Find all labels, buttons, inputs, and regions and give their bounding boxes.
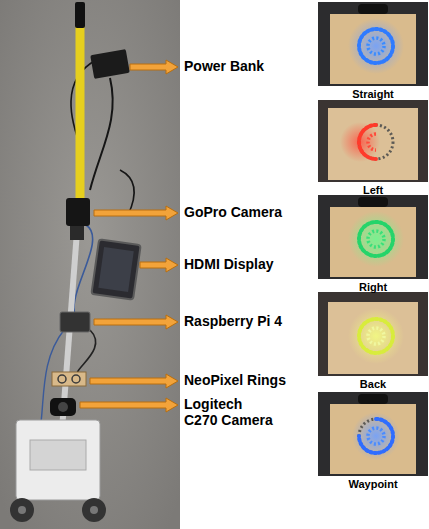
led-board <box>330 404 416 474</box>
led-ring <box>368 428 384 444</box>
led-board <box>330 14 416 84</box>
led-photo <box>318 2 428 86</box>
pointer-arrows <box>80 60 178 412</box>
camera-mount <box>70 226 84 240</box>
panel-caption: Right <box>318 281 428 294</box>
pointer-arrow <box>80 398 178 412</box>
pointer-arrow <box>90 374 178 388</box>
camera <box>358 197 388 207</box>
pointer-arrow <box>94 206 178 220</box>
cable <box>90 78 113 190</box>
led-photo <box>318 100 428 182</box>
panel-caption: Left <box>318 184 428 197</box>
led-photo <box>318 292 428 376</box>
neopixel-ring <box>72 375 80 383</box>
led-board <box>328 108 418 180</box>
led-ring <box>368 328 384 344</box>
hdmi-display <box>91 239 140 299</box>
led-ring <box>359 125 376 159</box>
gopro-camera <box>66 198 90 226</box>
led-photo <box>318 195 428 279</box>
wheel-hub <box>90 506 98 514</box>
neopixel-board <box>52 372 86 386</box>
part-label: NeoPixel Rings <box>184 372 324 388</box>
pointer-arrow <box>140 258 178 272</box>
photo-ground <box>318 392 428 476</box>
display-screen <box>98 247 133 292</box>
cane-grip <box>75 2 85 28</box>
power-bank <box>90 49 130 79</box>
logitech-camera <box>50 398 76 416</box>
raspberry-pi <box>60 312 90 332</box>
part-label: HDMI Display <box>184 256 324 272</box>
cable <box>77 330 96 376</box>
led-ring <box>368 231 384 247</box>
panel-caption: Back <box>318 378 428 391</box>
led-photo <box>318 392 428 476</box>
camera-lens <box>58 402 68 412</box>
photo-ground <box>0 0 180 529</box>
led-ring <box>359 319 393 353</box>
photo-ground <box>318 195 428 279</box>
camera <box>358 4 388 14</box>
led-ring <box>359 222 393 256</box>
photo-ground <box>318 292 428 376</box>
neopixel-ring <box>58 375 66 383</box>
led-board <box>328 302 418 374</box>
part-label: Power Bank <box>184 58 324 74</box>
photo-ground <box>318 100 428 182</box>
led-ring <box>368 134 376 150</box>
base-panel <box>30 440 86 470</box>
led-ring <box>359 29 393 63</box>
led-ring <box>359 419 393 453</box>
camera <box>358 394 388 404</box>
wheel <box>10 498 34 522</box>
pointer-arrow <box>130 60 178 74</box>
cane-pole <box>76 4 85 205</box>
pointer-arrow <box>94 315 178 329</box>
wheel <box>82 498 106 522</box>
panel-caption: Waypoint <box>318 478 428 491</box>
led-board <box>330 207 416 277</box>
led-ring <box>359 125 393 159</box>
part-label: Logitech C270 Camera <box>184 396 276 428</box>
photo-ground <box>318 2 428 86</box>
led-ring <box>368 38 384 54</box>
part-label: Raspberry Pi 4 <box>184 313 324 329</box>
wheel-hub <box>18 506 26 514</box>
cable <box>120 170 134 215</box>
part-label: GoPro Camera <box>184 204 324 220</box>
led-ring <box>359 419 393 453</box>
base-box <box>16 420 100 500</box>
panel-caption: Straight <box>318 88 428 101</box>
